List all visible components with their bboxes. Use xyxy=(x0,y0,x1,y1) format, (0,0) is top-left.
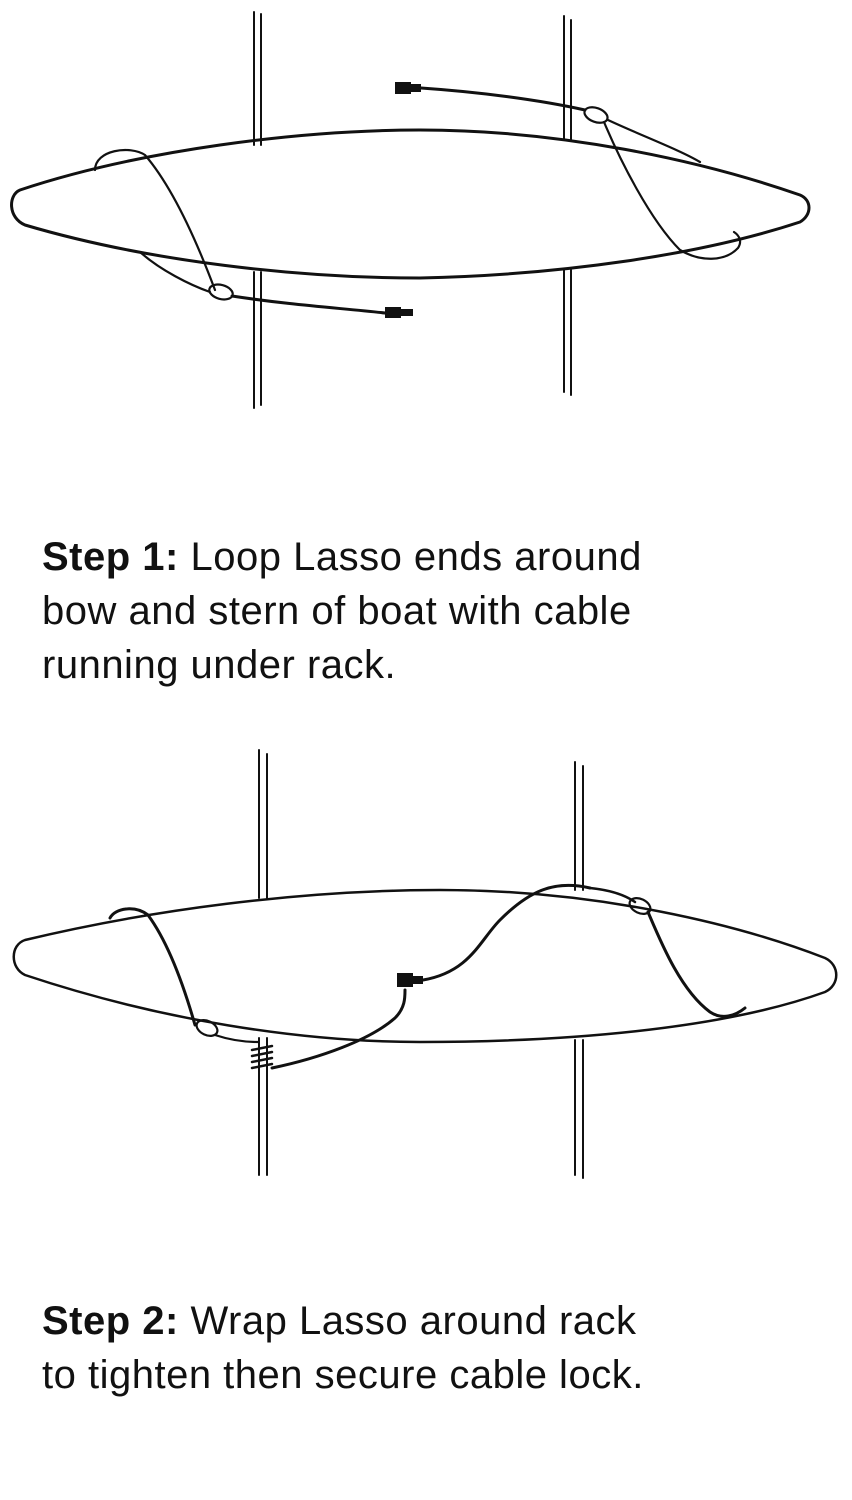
step-2-illustration xyxy=(0,740,852,1190)
step-1-line-1: Loop Lasso ends around xyxy=(190,535,642,579)
kayak-on-rack-lasso-locked-icon xyxy=(12,749,838,1179)
kayak-on-rack-lasso-looped-icon xyxy=(10,11,811,409)
step-1-caption: Step 1: Loop Lasso ends around bow and s… xyxy=(42,530,802,692)
step-1-illustration xyxy=(0,0,852,420)
step-1-label: Step 1: xyxy=(42,535,179,579)
step-2-line-1: Wrap Lasso around rack xyxy=(190,1299,637,1343)
step-2-label: Step 2: xyxy=(42,1299,179,1343)
step-2-caption: Step 2: Wrap Lasso around rack to tighte… xyxy=(42,1294,802,1402)
step-2-line-2: to tighten then secure cable lock. xyxy=(42,1353,644,1397)
step-1-line-3: running under rack. xyxy=(42,643,397,687)
step-1-line-2: bow and stern of boat with cable xyxy=(42,589,632,633)
